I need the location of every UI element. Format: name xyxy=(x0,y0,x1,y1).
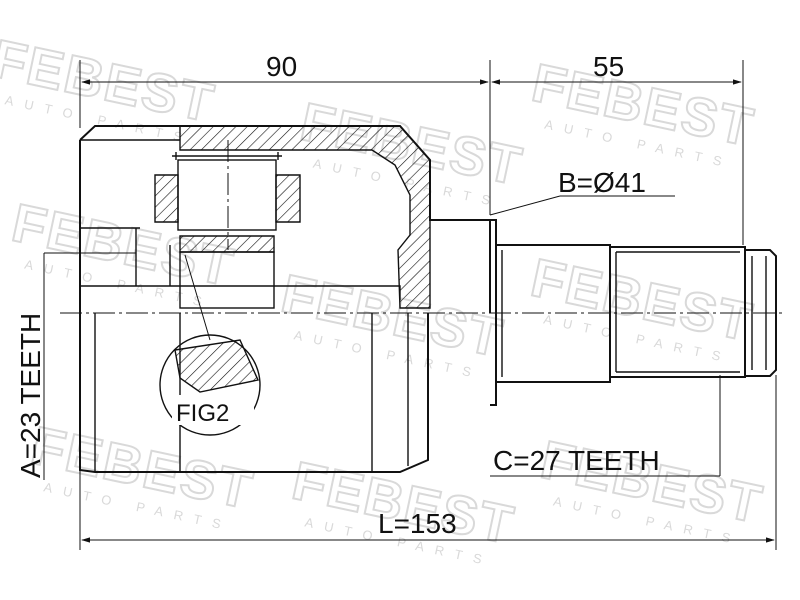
spider-hub xyxy=(179,251,275,309)
watermark-layer: FEBEST AUTO PARTS FEBEST AUTO PARTS FEBE… xyxy=(0,28,769,569)
fig2-detail: FIG2 xyxy=(159,254,261,436)
dimension-lines xyxy=(43,60,777,550)
detail-label-bg xyxy=(172,395,254,425)
detail-section xyxy=(174,339,259,393)
stub-shaft xyxy=(490,219,777,406)
housing-section xyxy=(179,125,431,309)
shaft-shoulder xyxy=(490,219,497,406)
dimension-outer-teeth: C=27 TEETH xyxy=(493,445,660,476)
shaft-body xyxy=(496,244,611,383)
roller-body xyxy=(177,159,277,231)
dimension-shaft-diameter: B=Ø41 xyxy=(558,167,646,198)
detail-label: FIG2 xyxy=(176,400,229,427)
dimension-inner-length: 90 xyxy=(266,51,297,82)
housing xyxy=(79,125,491,473)
dimension-total-length: L=153 xyxy=(378,508,457,539)
spider-section xyxy=(179,235,275,253)
housing-outline-bottom xyxy=(79,140,429,473)
leader-diameter xyxy=(489,195,561,216)
tripod-roller xyxy=(154,140,301,309)
detail-leader xyxy=(184,254,211,341)
roller-right-section xyxy=(275,174,301,223)
housing-bore xyxy=(80,285,401,300)
housing-bore xyxy=(135,228,171,286)
detail-circle xyxy=(159,334,261,436)
dimension-outer-length: 55 xyxy=(593,51,624,82)
dimension-inner-teeth: A=23 TEETH xyxy=(15,313,46,478)
spline-section xyxy=(610,246,746,378)
roller-cap xyxy=(172,152,282,160)
roller-left-section xyxy=(154,174,179,223)
shaft-tip xyxy=(745,249,777,377)
